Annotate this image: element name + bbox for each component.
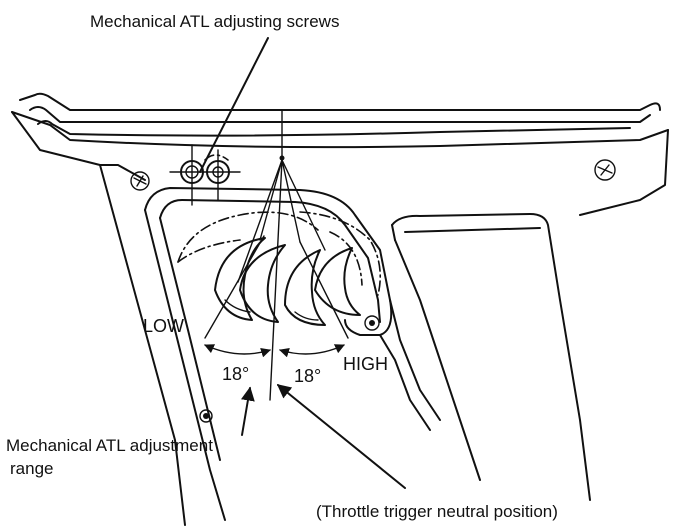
throttle-crescents bbox=[177, 211, 381, 326]
high-label: HIGH bbox=[343, 354, 388, 374]
range-label-line2: range bbox=[10, 459, 53, 478]
neutral-label: (Throttle trigger neutral position) bbox=[316, 502, 558, 521]
neutral-leader bbox=[276, 384, 406, 489]
screws-leader bbox=[199, 37, 269, 173]
angle-left-label: 18° bbox=[222, 364, 249, 384]
case-screw-lower-left bbox=[199, 409, 213, 423]
range-label-line1: Mechanical ATL adjustment bbox=[6, 436, 213, 455]
angle-arcs bbox=[204, 344, 345, 358]
low-label: LOW bbox=[143, 316, 184, 336]
side-window bbox=[391, 213, 591, 501]
screws-label: Mechanical ATL adjusting screws bbox=[90, 12, 339, 31]
case-screw-right bbox=[594, 159, 616, 181]
range-leader bbox=[240, 386, 255, 436]
angle-right-label: 18° bbox=[294, 366, 321, 386]
case-screw-left bbox=[130, 171, 150, 191]
transmitter-case-outline bbox=[11, 92, 669, 526]
throttle-cavity bbox=[144, 187, 441, 521]
atl-adjusting-screws bbox=[169, 144, 241, 206]
stick-pivot-lines bbox=[204, 109, 349, 401]
case-screw-lower-right bbox=[364, 315, 380, 331]
